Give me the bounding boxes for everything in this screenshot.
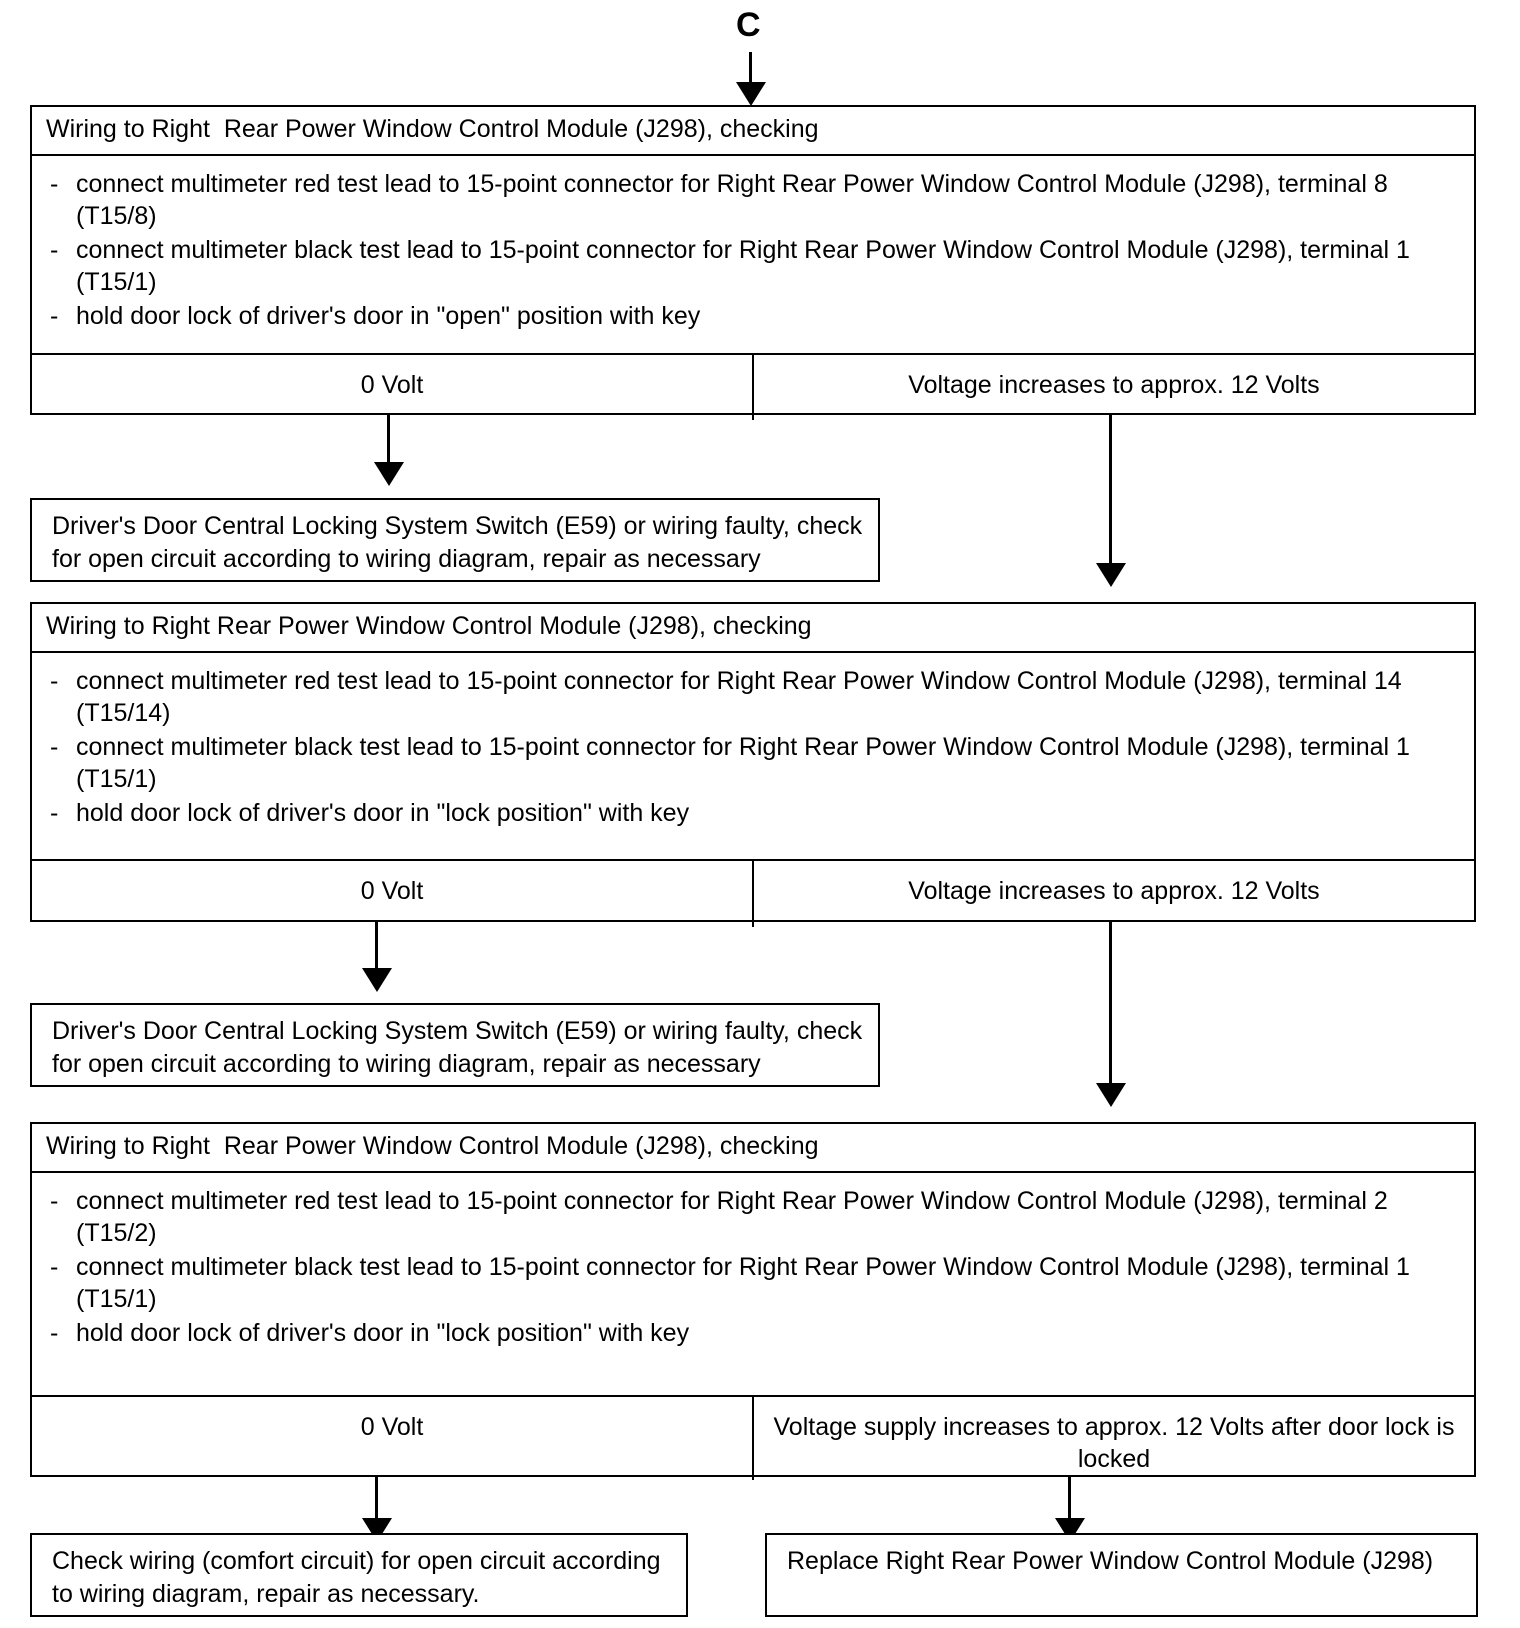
step-text: hold door lock of driver's door in "open… [76,301,701,330]
outcome-fault-switch-2: Driver's Door Central Locking System Swi… [30,1003,880,1087]
connector-n2-left-arrowhead [362,968,392,992]
step-text: connect multimeter red test lead to 15-p… [76,666,1402,727]
result-cell-left: 0 Volt [32,1397,752,1480]
connector-n1-right-arrowhead [1096,563,1126,587]
node-check-t15-2-body: -connect multimeter red test lead to 15-… [32,1173,1474,1395]
result-row: 0 Volt Voltage supply increases to appro… [32,1394,1474,1480]
dash-bullet-icon: - [50,1186,59,1215]
result-text: Voltage increases to approx. 12 Volts [908,876,1320,905]
node-check-t15-14: Wiring to Right Rear Power Window Contro… [30,602,1476,927]
result-row: 0 Volt Voltage increases to approx. 12 V… [32,352,1474,420]
result-cell-right: Voltage supply increases to approx. 12 V… [752,1396,1474,1480]
dash-bullet-icon: - [50,798,59,827]
list-item: -connect multimeter black test lead to 1… [46,1251,1460,1315]
step-text: connect multimeter black test lead to 15… [76,235,1410,296]
node-check-t15-8: Wiring to Right Rear Power Window Contro… [30,105,1476,420]
connector-n3-left-line [375,1477,378,1535]
connector-n3-right-line [1068,1477,1071,1535]
outcome-check-comfort-wiring: Check wiring (comfort circuit) for open … [30,1533,688,1617]
list-item: -connect multimeter red test lead to 15-… [46,665,1460,729]
result-text: Voltage supply increases to approx. 12 V… [773,1412,1455,1474]
result-cell-right: Voltage increases to approx. 12 Volts [752,354,1474,420]
step-text: hold door lock of driver's door in "lock… [76,798,690,827]
list-item: -connect multimeter black test lead to 1… [46,234,1460,298]
step-text: connect multimeter black test lead to 15… [76,1252,1410,1313]
step-text: connect multimeter red test lead to 15-p… [76,169,1388,230]
dash-bullet-icon: - [50,235,59,264]
dash-bullet-icon: - [50,666,59,695]
connector-n1-left-arrowhead [374,462,404,486]
dash-bullet-icon: - [50,1318,59,1347]
result-text: 0 Volt [360,876,424,905]
node-check-t15-2: Wiring to Right Rear Power Window Contro… [30,1122,1476,1480]
node-check-t15-14-header: Wiring to Right Rear Power Window Contro… [32,604,1474,653]
step-list: -connect multimeter red test lead to 15-… [46,665,1460,829]
connector-n2-left-line [375,922,378,984]
result-cell-left: 0 Volt [32,861,752,927]
connector-entry-arrowhead [736,82,766,106]
outcome-fault-switch-1: Driver's Door Central Locking System Swi… [30,498,880,582]
step-text: hold door lock of driver's door in "lock… [76,1318,690,1347]
dash-bullet-icon: - [50,301,59,330]
result-text: 0 Volt [360,1412,424,1441]
result-text: Voltage increases to approx. 12 Volts [908,370,1320,399]
connector-n1-right-line [1109,415,1112,578]
dash-bullet-icon: - [50,732,59,761]
result-cell-right: Voltage increases to approx. 12 Volts [752,860,1474,927]
dash-bullet-icon: - [50,1252,59,1281]
node-check-t15-8-header: Wiring to Right Rear Power Window Contro… [32,107,1474,156]
list-item: -hold door lock of driver's door in "loc… [46,1317,1460,1349]
list-item: -hold door lock of driver's door in "loc… [46,797,1460,829]
step-list: -connect multimeter red test lead to 15-… [46,1185,1460,1349]
result-text: 0 Volt [360,370,424,399]
list-item: -connect multimeter red test lead to 15-… [46,1185,1460,1249]
node-check-t15-14-body: -connect multimeter red test lead to 15-… [32,653,1474,859]
entry-tag-c: C [736,6,761,44]
list-item: -connect multimeter black test lead to 1… [46,731,1460,795]
result-row: 0 Volt Voltage increases to approx. 12 V… [32,858,1474,927]
node-check-t15-8-body: -connect multimeter red test lead to 15-… [32,156,1474,353]
connector-entry-line [749,52,752,97]
outcome-replace-module: Replace Right Rear Power Window Control … [765,1533,1478,1617]
connector-n2-right-arrowhead [1096,1083,1126,1107]
step-list: -connect multimeter red test lead to 15-… [46,168,1460,332]
list-item: -hold door lock of driver's door in "ope… [46,300,1460,332]
result-cell-left: 0 Volt [32,355,752,420]
connector-n2-right-line [1109,922,1112,1098]
node-check-t15-2-header: Wiring to Right Rear Power Window Contro… [32,1124,1474,1173]
step-text: connect multimeter black test lead to 15… [76,732,1410,793]
dash-bullet-icon: - [50,169,59,198]
connector-n1-left-line [387,415,390,477]
step-text: connect multimeter red test lead to 15-p… [76,1186,1388,1247]
list-item: -connect multimeter red test lead to 15-… [46,168,1460,232]
